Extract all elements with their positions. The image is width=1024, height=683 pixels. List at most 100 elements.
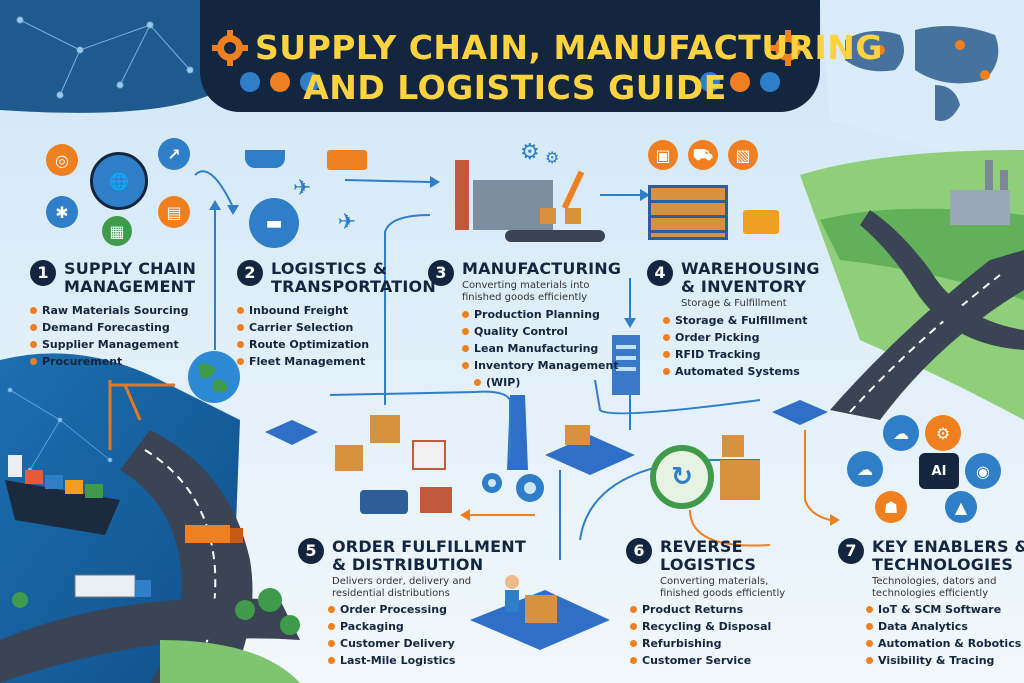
settings-gear-icon: ⚙ [925, 415, 961, 451]
warehouse-illustration: ▣ ⛟ ▧ [648, 140, 813, 250]
section-number-badge: 3 [428, 260, 454, 286]
list-item: Customer Service [630, 652, 785, 669]
storage-racks-icon [648, 185, 728, 240]
list-item: Raw Materials Sourcing [30, 302, 196, 319]
list-item: Procurement [30, 353, 196, 370]
highway-right [830, 250, 1024, 420]
section-title: WAREHOUSING & INVENTORY [681, 259, 820, 296]
factory-center-illustration [507, 395, 635, 475]
forklift-vehicle-icon [743, 210, 779, 234]
section-item-list: Production Planning Quality Control Lean… [462, 306, 621, 391]
section-number-badge: 4 [647, 260, 673, 286]
section-item-list: Inbound Freight Carrier Selection Route … [237, 302, 436, 370]
section-title: LOGISTICS & TRANSPORTATION [271, 259, 436, 296]
section-manufacturing: 3 MANUFACTURING Converting materials int… [428, 260, 621, 391]
document-icon: ▤ [158, 196, 190, 228]
section-key-enablers: 7 KEY ENABLERS & TECHNOLOGIES Technologi… [838, 538, 1024, 669]
reverse-logistics-illustration: ↻ [650, 430, 770, 525]
delivery-truck-icon [327, 150, 367, 170]
manufacturing-factory-illustration: ⚙ ⚙ [445, 140, 610, 250]
growth-chart-icon: ↗ [158, 138, 190, 170]
return-box-icon [720, 460, 760, 500]
list-item: Route Optimization [237, 336, 436, 353]
list-item: Product Returns [630, 601, 785, 618]
settings-icon [300, 72, 320, 92]
section-supply-chain: 1 SUPPLY CHAIN MANAGEMENT Raw Materials … [30, 260, 196, 370]
supply-chain-icon-cluster: 🌐 ◎ ↗ ✱ ▤ ▦ [40, 130, 200, 250]
section-number-badge: 1 [30, 260, 56, 286]
list-item: RFID Tracking [663, 346, 820, 363]
page-title-line-2: AND LOGISTICS GUIDE [303, 68, 727, 107]
fulfillment-illustration [330, 415, 470, 525]
list-item: IoT & SCM Software [866, 601, 1024, 618]
banner-small-icons [240, 72, 320, 92]
gear-icon-small: ⚙ [545, 148, 560, 167]
section-title: SUPPLY CHAIN MANAGEMENT [64, 259, 197, 296]
box-icon-2 [335, 445, 363, 471]
gear-icon-left-banner [212, 30, 248, 66]
section-number-badge: 2 [237, 260, 263, 286]
cargo-plane-icon: ✈ [325, 200, 369, 244]
list-item: Packaging [328, 618, 526, 635]
section-title: KEY ENABLERS & TECHNOLOGIES [872, 537, 1024, 574]
technology-icon-cluster: ☁ ⚙ ☁ AI ◉ ☗ ▲ [845, 415, 1015, 530]
section-subtitle: Converting materials into finished goods… [462, 280, 590, 303]
list-item: Quality Control [462, 323, 621, 340]
section-title: REVERSE LOGISTICS [660, 537, 757, 574]
port-crane-illustration [108, 380, 175, 450]
list-item: Demand Forecasting [30, 319, 196, 336]
analytics-icon [700, 72, 720, 92]
section-reverse-logistics: 6 REVERSE LOGISTICS Converting materials… [626, 538, 785, 669]
list-item: Storage & Fulfillment [663, 312, 820, 329]
list-item: Order Picking [663, 329, 820, 346]
ai-chip-label: AI [931, 463, 947, 479]
location-icon: ◉ [965, 453, 1001, 489]
list-item: Automation & Robotics [866, 635, 1024, 652]
section-subtitle: Delivers order, delivery and residential… [332, 576, 472, 599]
list-item: Last-Mile Logistics [328, 652, 526, 669]
cargo-ship-illustration [5, 455, 120, 535]
list-item: Carrier Selection [237, 319, 436, 336]
network-hubs [265, 400, 828, 445]
section-item-list: IoT & SCM Software Data Analytics Automa… [866, 601, 1024, 669]
robot-icon: ☗ [875, 491, 907, 523]
section-number-badge: 7 [838, 538, 864, 564]
section-item-list: Raw Materials Sourcing Demand Forecastin… [30, 302, 196, 370]
analytics-icon: ▲ [945, 491, 977, 523]
section-title: ORDER FULFILLMENT & DISTRIBUTION [332, 537, 526, 574]
cloud-upload-icon: ☁ [883, 415, 919, 451]
section-number-badge: 5 [298, 538, 324, 564]
globe-icon: 🌐 [90, 152, 148, 210]
box-icon [370, 415, 400, 443]
gear-icon-right-banner [770, 30, 806, 66]
section-number-badge: 6 [626, 538, 652, 564]
network-panel-left [0, 0, 210, 113]
recycle-arrows-icon: ↻ [650, 445, 714, 509]
house-icon [412, 440, 446, 470]
truck-illustration-left [74, 525, 243, 598]
bar-chart-icon [730, 72, 750, 92]
list-item: Recycling & Disposal [630, 618, 785, 635]
list-item: Visibility & Tracing [866, 652, 1024, 669]
section-order-fulfillment: 5 ORDER FULFILLMENT & DISTRIBUTION Deliv… [298, 538, 526, 669]
section-subtitle: Technologies, dators and technologies ef… [872, 576, 997, 599]
hub-icon: ✱ [46, 196, 78, 228]
list-item: Inventory Management [462, 357, 621, 374]
cog-icon [760, 72, 780, 92]
list-item: Refurbishing [630, 635, 785, 652]
package-icon: ▧ [728, 140, 758, 170]
page-title: SUPPLY CHAIN, MANUFACTURING AND LOGISTIC… [255, 28, 883, 108]
cloud-icon: ☁ [847, 451, 883, 487]
list-item: Customer Delivery [328, 635, 526, 652]
section-logistics: 2 LOGISTICS & TRANSPORTATION Inbound Fre… [237, 260, 436, 370]
section-item-list: Order Processing Packaging Customer Deli… [328, 601, 526, 669]
banner-small-icons-right [700, 72, 780, 92]
transport-icon-cluster: ✈ ▬ ✈ [245, 140, 380, 250]
section-warehousing: 4 WAREHOUSING & INVENTORY Storage & Fulf… [647, 260, 820, 380]
list-item: Fleet Management [237, 353, 436, 370]
list-item: Lean Manufacturing [462, 340, 621, 357]
factory-right-illustration [950, 160, 1010, 225]
list-item: Production Planning [462, 306, 621, 323]
title-banner [200, 0, 820, 112]
